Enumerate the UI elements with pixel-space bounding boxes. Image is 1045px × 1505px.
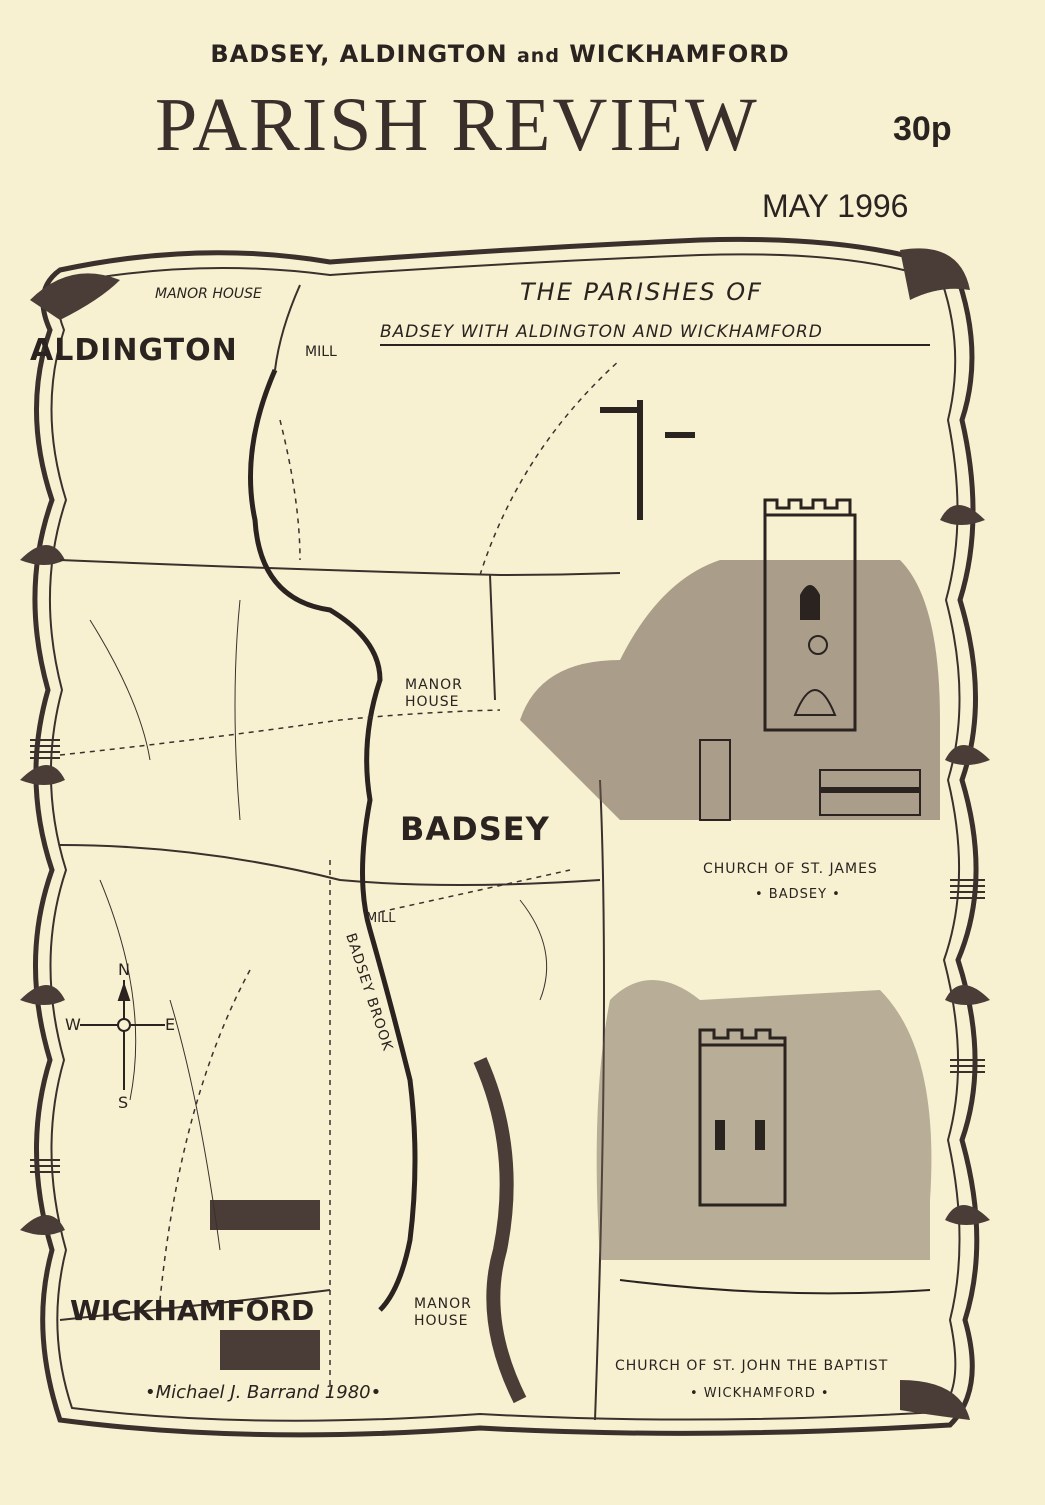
compass-n: N bbox=[118, 960, 130, 979]
label-aldington: ALDINGTON bbox=[30, 333, 238, 368]
label-church-badsey-1: CHURCH OF ST. JAMES bbox=[703, 861, 878, 877]
parishes-header-post: WICKHAMFORD bbox=[559, 40, 790, 68]
parishes-header-and: and bbox=[516, 45, 560, 67]
label-wickhamford: WICKHAMFORD bbox=[70, 1294, 314, 1327]
artist-signature: •Michael J. Barrand 1980• bbox=[145, 1382, 381, 1403]
footpaths bbox=[59, 359, 621, 1400]
church-st-john-drawing bbox=[473, 980, 932, 1404]
label-manor-bottom-1: MANOR bbox=[414, 1296, 472, 1312]
compass-rose: N S E W bbox=[65, 960, 175, 1112]
issue-date: MAY 1996 bbox=[762, 188, 909, 224]
label-manor-mid-2: HOUSE bbox=[405, 694, 460, 710]
label-mill-mid: MILL bbox=[366, 911, 396, 926]
border-hatching bbox=[30, 739, 985, 1173]
label-church-wick-2: • WICKHAMFORD • bbox=[690, 1386, 830, 1401]
map-banner: THE PARISHES OF BADSEY WITH ALDINGTON AN… bbox=[380, 278, 930, 346]
parishes-header: BADSEY, ALDINGTON and WICKHAMFORD bbox=[0, 40, 1000, 68]
publication-title: PARISH REVIEW bbox=[155, 83, 759, 167]
compass-s: S bbox=[118, 1093, 128, 1112]
church-st-james-drawing bbox=[520, 400, 940, 821]
compass-e: E bbox=[165, 1015, 175, 1034]
label-manor-house-top: MANOR HOUSE bbox=[155, 286, 262, 302]
label-church-wick-1: CHURCH OF ST. JOHN THE BAPTIST bbox=[615, 1358, 888, 1374]
parishes-header-pre: BADSEY, ALDINGTON bbox=[210, 40, 517, 68]
label-manor-mid-1: MANOR bbox=[405, 677, 463, 693]
label-mill-top: MILL bbox=[305, 344, 337, 360]
scroll-curls bbox=[20, 248, 990, 1420]
label-manor-bottom-2: HOUSE bbox=[414, 1313, 469, 1329]
label-church-badsey-2: • BADSEY • bbox=[755, 887, 841, 902]
compass-w: W bbox=[65, 1015, 81, 1034]
map-roads bbox=[59, 284, 621, 1421]
field-lines bbox=[89, 599, 548, 1251]
price-label: 30p bbox=[893, 110, 952, 148]
banner-line-1: THE PARISHES OF bbox=[520, 278, 763, 306]
badsey-brook-line bbox=[248, 368, 418, 1312]
label-badsey: BADSEY bbox=[400, 810, 550, 848]
banner-line-2: BADSEY WITH ALDINGTON AND WICKHAMFORD bbox=[380, 322, 823, 342]
scroll-border bbox=[32, 236, 980, 1438]
